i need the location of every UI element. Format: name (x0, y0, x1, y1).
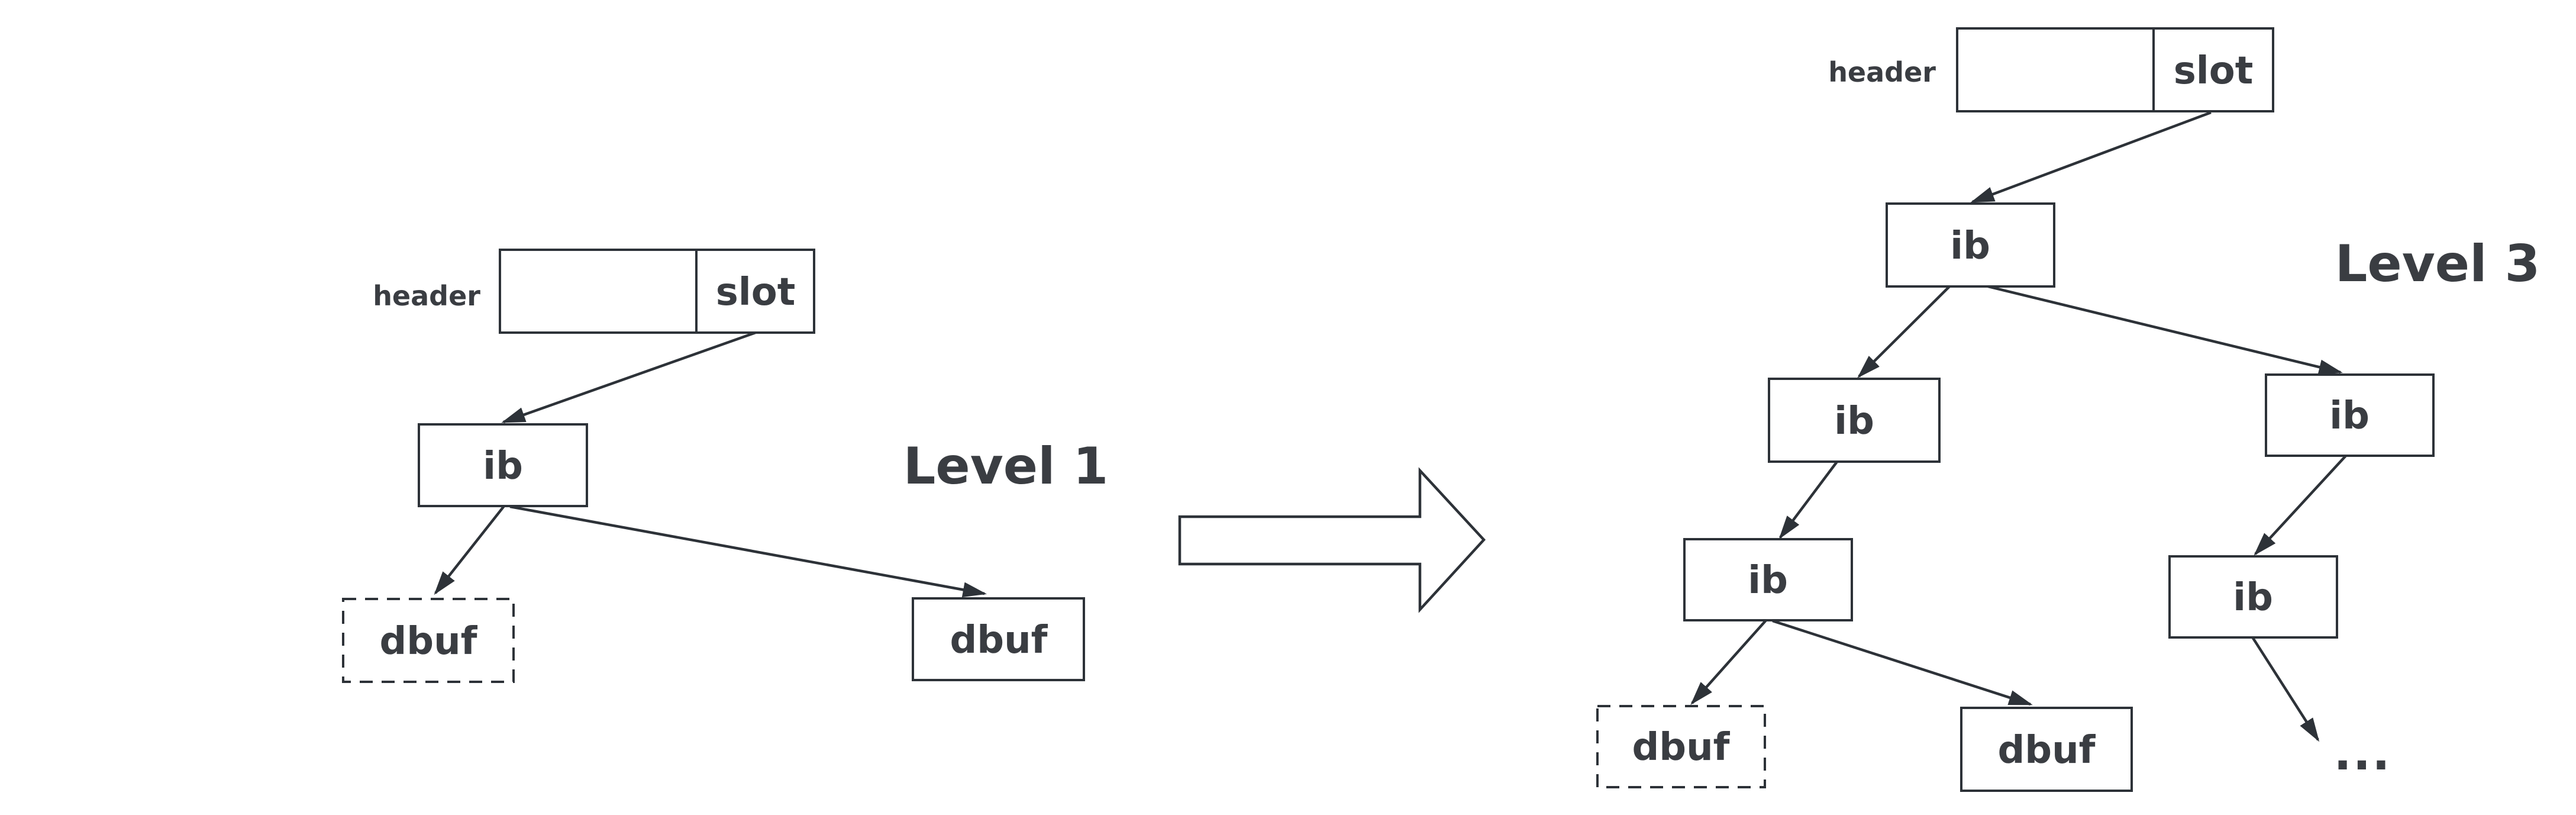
dbuf-solid-label: dbuf (1997, 729, 2096, 772)
ib-level3-left-label: ib (1748, 559, 1788, 603)
dbuf-solid-label: dbuf (950, 619, 1048, 662)
pointer-slot-to-ib (1970, 111, 2212, 204)
level3-diagram: header slot ib ib ib ib ib dbuf (1596, 27, 2541, 792)
ib-root-node (1886, 202, 2055, 288)
ib-root-label: ib (1950, 224, 1990, 268)
dbuf-node-solid (1960, 707, 2133, 792)
ib-level2-left-label: ib (1834, 400, 1874, 443)
header-box (499, 249, 815, 334)
dbuf-dashed-label: dbuf (1632, 726, 1730, 769)
ib-label: ib (483, 444, 523, 488)
pointer-ib3a-to-dbuf-dashed (1690, 619, 1767, 706)
pointer-ibroot-to-ib2a (1857, 285, 1951, 378)
ib-level2-right-label: ib (2329, 394, 2370, 438)
ib-level2-left-node (1768, 378, 1941, 463)
pointer-ib2b-to-ib3b (2254, 455, 2347, 556)
slot-label: slot (2174, 49, 2254, 93)
slot-label: slot (716, 270, 796, 314)
ib-node (418, 423, 588, 507)
ib-level3-right-label: ib (2233, 576, 2273, 620)
transition-arrow-icon (1178, 467, 1486, 613)
header-label: header (1828, 56, 1936, 88)
pointer-ib-to-dbuf-dashed (434, 505, 505, 595)
dbuf-node-dashed (342, 598, 515, 683)
header-label: header (373, 280, 480, 312)
level3-caption: Level 3 (2335, 234, 2541, 294)
pointer-slot-to-ib (501, 331, 756, 424)
dbuf-node-dashed (1596, 705, 1766, 788)
ib-level3-left-node (1683, 538, 1853, 621)
header-box (1956, 27, 2274, 112)
ib-level3-right-node (2168, 555, 2338, 639)
pointer-ib2a-to-ib3a (1778, 460, 1838, 540)
dbuf-dashed-label: dbuf (379, 620, 477, 663)
ellipsis-label: ... (2333, 726, 2391, 781)
level1-caption: Level 1 (903, 437, 1109, 496)
level1-diagram: header slot ib dbuf dbuf Level 1 (342, 249, 1109, 683)
ib-level2-right-node (2265, 373, 2435, 457)
pointer-ib3b-to-ellipsis (2252, 637, 2320, 742)
pointer-ibroot-to-ib2b (1987, 285, 2343, 375)
pointer-ib3a-to-dbuf-solid (1772, 619, 2033, 706)
dbuf-node-solid (912, 597, 1085, 681)
pointer-ib-to-dbuf-solid (509, 505, 987, 598)
